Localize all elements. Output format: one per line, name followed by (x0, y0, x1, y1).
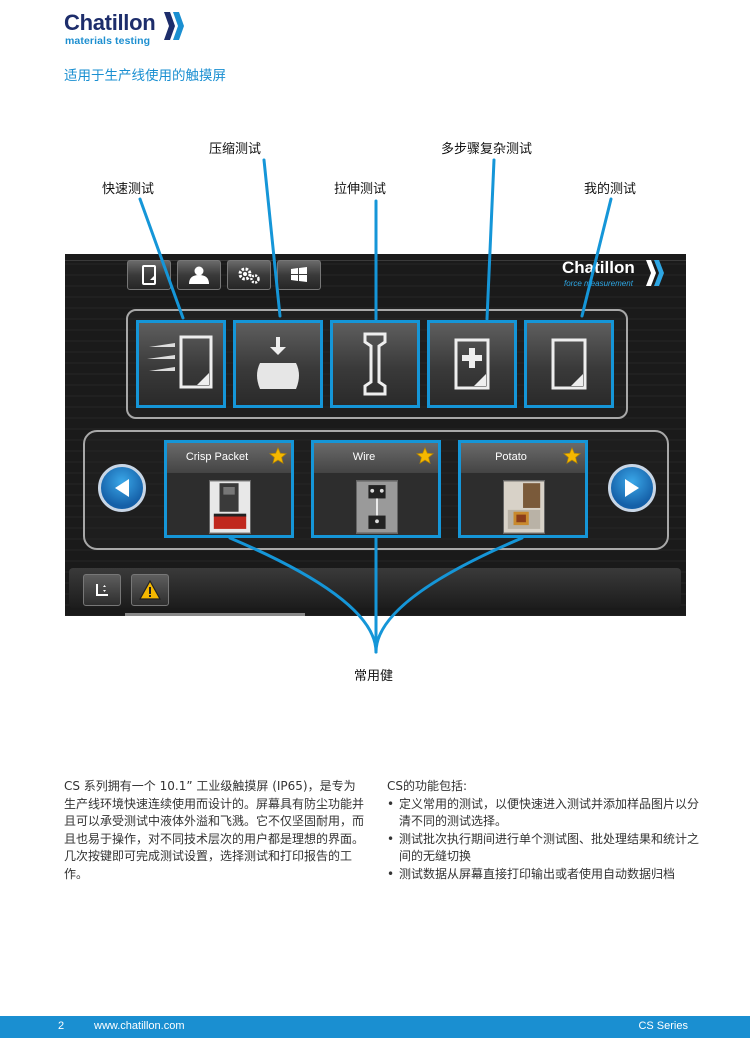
arrow-left-icon (115, 479, 129, 497)
wire-sample-image (356, 480, 398, 534)
quick-test-icon (147, 335, 213, 389)
my-test-icon (551, 338, 587, 390)
description-paragraph: CS 系列拥有一个 10.1” 工业级触摸屏 (IP65)，是专为生产线环境快速… (64, 779, 365, 881)
feature-item: 测试数据从屏幕直接打印输出或者使用自动数据归档 (387, 866, 707, 884)
favorite-potato[interactable]: Potato (458, 440, 588, 538)
callout-favorites: 常用健 (354, 669, 394, 684)
my-test-button[interactable] (524, 320, 614, 408)
tablet-icon (142, 265, 156, 285)
callout-my-tests: 我的测试 (584, 182, 637, 197)
page-number: 2 (58, 1020, 65, 1032)
chatillon-k-mark-icon (164, 12, 184, 40)
quick-test-button[interactable] (136, 320, 226, 408)
features-list: 定义常用的测试，以便快速进入测试并添加样品图片以分清不同的测试选择。 测试批次执… (387, 796, 707, 884)
potato-sample-image (503, 480, 545, 534)
star-icon[interactable] (563, 447, 581, 465)
feature-item: 定义常用的测试，以便快速进入测试并添加样品图片以分清不同的测试选择。 (387, 796, 707, 831)
multistep-test-icon (454, 338, 490, 390)
favorite-label: Potato (495, 451, 527, 463)
touchscreen-display: Chatillon force measurement (65, 254, 686, 616)
favorite-label: Wire (352, 451, 376, 463)
page-footer: 2 www.chatillon.com CS Series (0, 1016, 750, 1038)
callout-tensile-test: 拉伸测试 (334, 182, 387, 197)
warning-button[interactable] (131, 574, 169, 606)
page-subtitle: 适用于生产线使用的触摸屏 (64, 68, 226, 84)
product-series: CS Series (638, 1020, 688, 1032)
user-button[interactable] (177, 260, 221, 290)
star-icon[interactable] (416, 447, 434, 465)
tensile-test-button[interactable] (330, 320, 420, 408)
next-favorites-button[interactable] (608, 464, 656, 512)
settings-button[interactable] (227, 260, 271, 290)
screen-logo: Chatillon force measurement (562, 258, 668, 292)
feature-item: 测试批次执行期间进行单个测试图、批处理结果和统计之间的无缝切换 (387, 831, 707, 866)
favorite-header (167, 443, 291, 473)
arrow-right-icon (625, 479, 639, 497)
features-section: CS的功能包括: 定义常用的测试，以便快速进入测试并添加样品图片以分清不同的测试… (387, 778, 707, 883)
tablet-button[interactable] (127, 260, 171, 290)
windows-button[interactable] (277, 260, 321, 290)
features-heading: CS的功能包括: (387, 779, 468, 793)
brand-tagline: materials testing (65, 35, 151, 47)
warning-icon (139, 580, 161, 600)
brand-name: Chatillon (64, 10, 156, 35)
favorite-wire[interactable]: Wire (311, 440, 441, 538)
favorite-label: Crisp Packet (185, 451, 249, 463)
screen-logo-name: Chatillon (562, 258, 635, 277)
gears-icon (238, 267, 260, 284)
brand-logo: Chatillon materials testing (64, 10, 194, 47)
sort-button[interactable] (83, 574, 121, 606)
screen-logo-tagline: force measurement (564, 279, 633, 288)
compression-test-icon (257, 337, 299, 389)
callout-quick-test: 快速测试 (102, 182, 155, 197)
user-icon (189, 266, 209, 284)
callout-multistep-test: 多步骤复杂测试 (441, 142, 533, 157)
website-link[interactable]: www.chatillon.com (94, 1020, 185, 1032)
favorite-crisp-packet[interactable]: Crisp Packet (164, 440, 294, 538)
compression-test-button[interactable] (233, 320, 323, 408)
bottom-progress-strip (125, 613, 305, 616)
windows-icon (291, 267, 307, 282)
previous-favorites-button[interactable] (98, 464, 146, 512)
crisp-packet-sample-image (209, 480, 251, 534)
tensile-test-icon (363, 332, 387, 396)
screen-k-mark-icon (646, 260, 664, 286)
favorite-header (314, 443, 438, 473)
sort-icon (96, 584, 108, 596)
callout-compression-test: 压缩测试 (209, 142, 262, 157)
favorite-header (461, 443, 585, 473)
star-icon[interactable] (269, 447, 287, 465)
multistep-test-button[interactable] (427, 320, 517, 408)
